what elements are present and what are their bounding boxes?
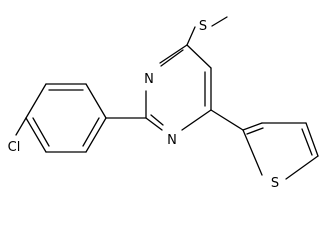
bond-th-c5-s: [285, 155, 319, 180]
bond-th-c4-c5-inner: [301, 128, 313, 156]
bonds: [15, 16, 319, 180]
bond-th-s-c2: [242, 129, 263, 176]
bond-th-c2-c3: [242, 122, 263, 131]
bond-th-c2-c3-inner: [246, 127, 264, 135]
bond-c4-n3-inner: [160, 49, 184, 67]
atom-labels: S N N S Cl: [8, 19, 279, 191]
atom-label-s-methyl: S: [199, 19, 207, 34]
bond-methyl-s: [211, 16, 228, 27]
bond-ph3-ph4: [25, 83, 47, 119]
bond-ph6-ph1: [85, 117, 107, 153]
bond-n1-c6: [181, 109, 212, 131]
bond-c5-c4: [186, 44, 212, 69]
bond-c2-n1-inner: [150, 114, 164, 126]
atom-label-s-thiophene: S: [271, 176, 279, 191]
bond-th-c4-c5: [305, 122, 319, 157]
bond-c4-n3: [159, 44, 188, 64]
bond-c6-thiophene: [210, 109, 244, 131]
bond-ph4-ph5-inner: [32, 117, 50, 147]
atom-label-n-lower: N: [167, 133, 177, 148]
molecule-structure: S N N S Cl: [8, 16, 319, 191]
atom-label-n-upper: N: [144, 72, 154, 87]
bond-ph1-ph2: [85, 83, 107, 119]
atom-label-cl: Cl: [8, 140, 21, 155]
bond-s-c4: [186, 26, 196, 46]
bond-ph6-ph1-inner: [82, 117, 100, 147]
bond-ph4-cl: [15, 117, 27, 136]
bond-c2-n1: [145, 117, 163, 131]
bond-ph4-ph5: [25, 117, 47, 153]
